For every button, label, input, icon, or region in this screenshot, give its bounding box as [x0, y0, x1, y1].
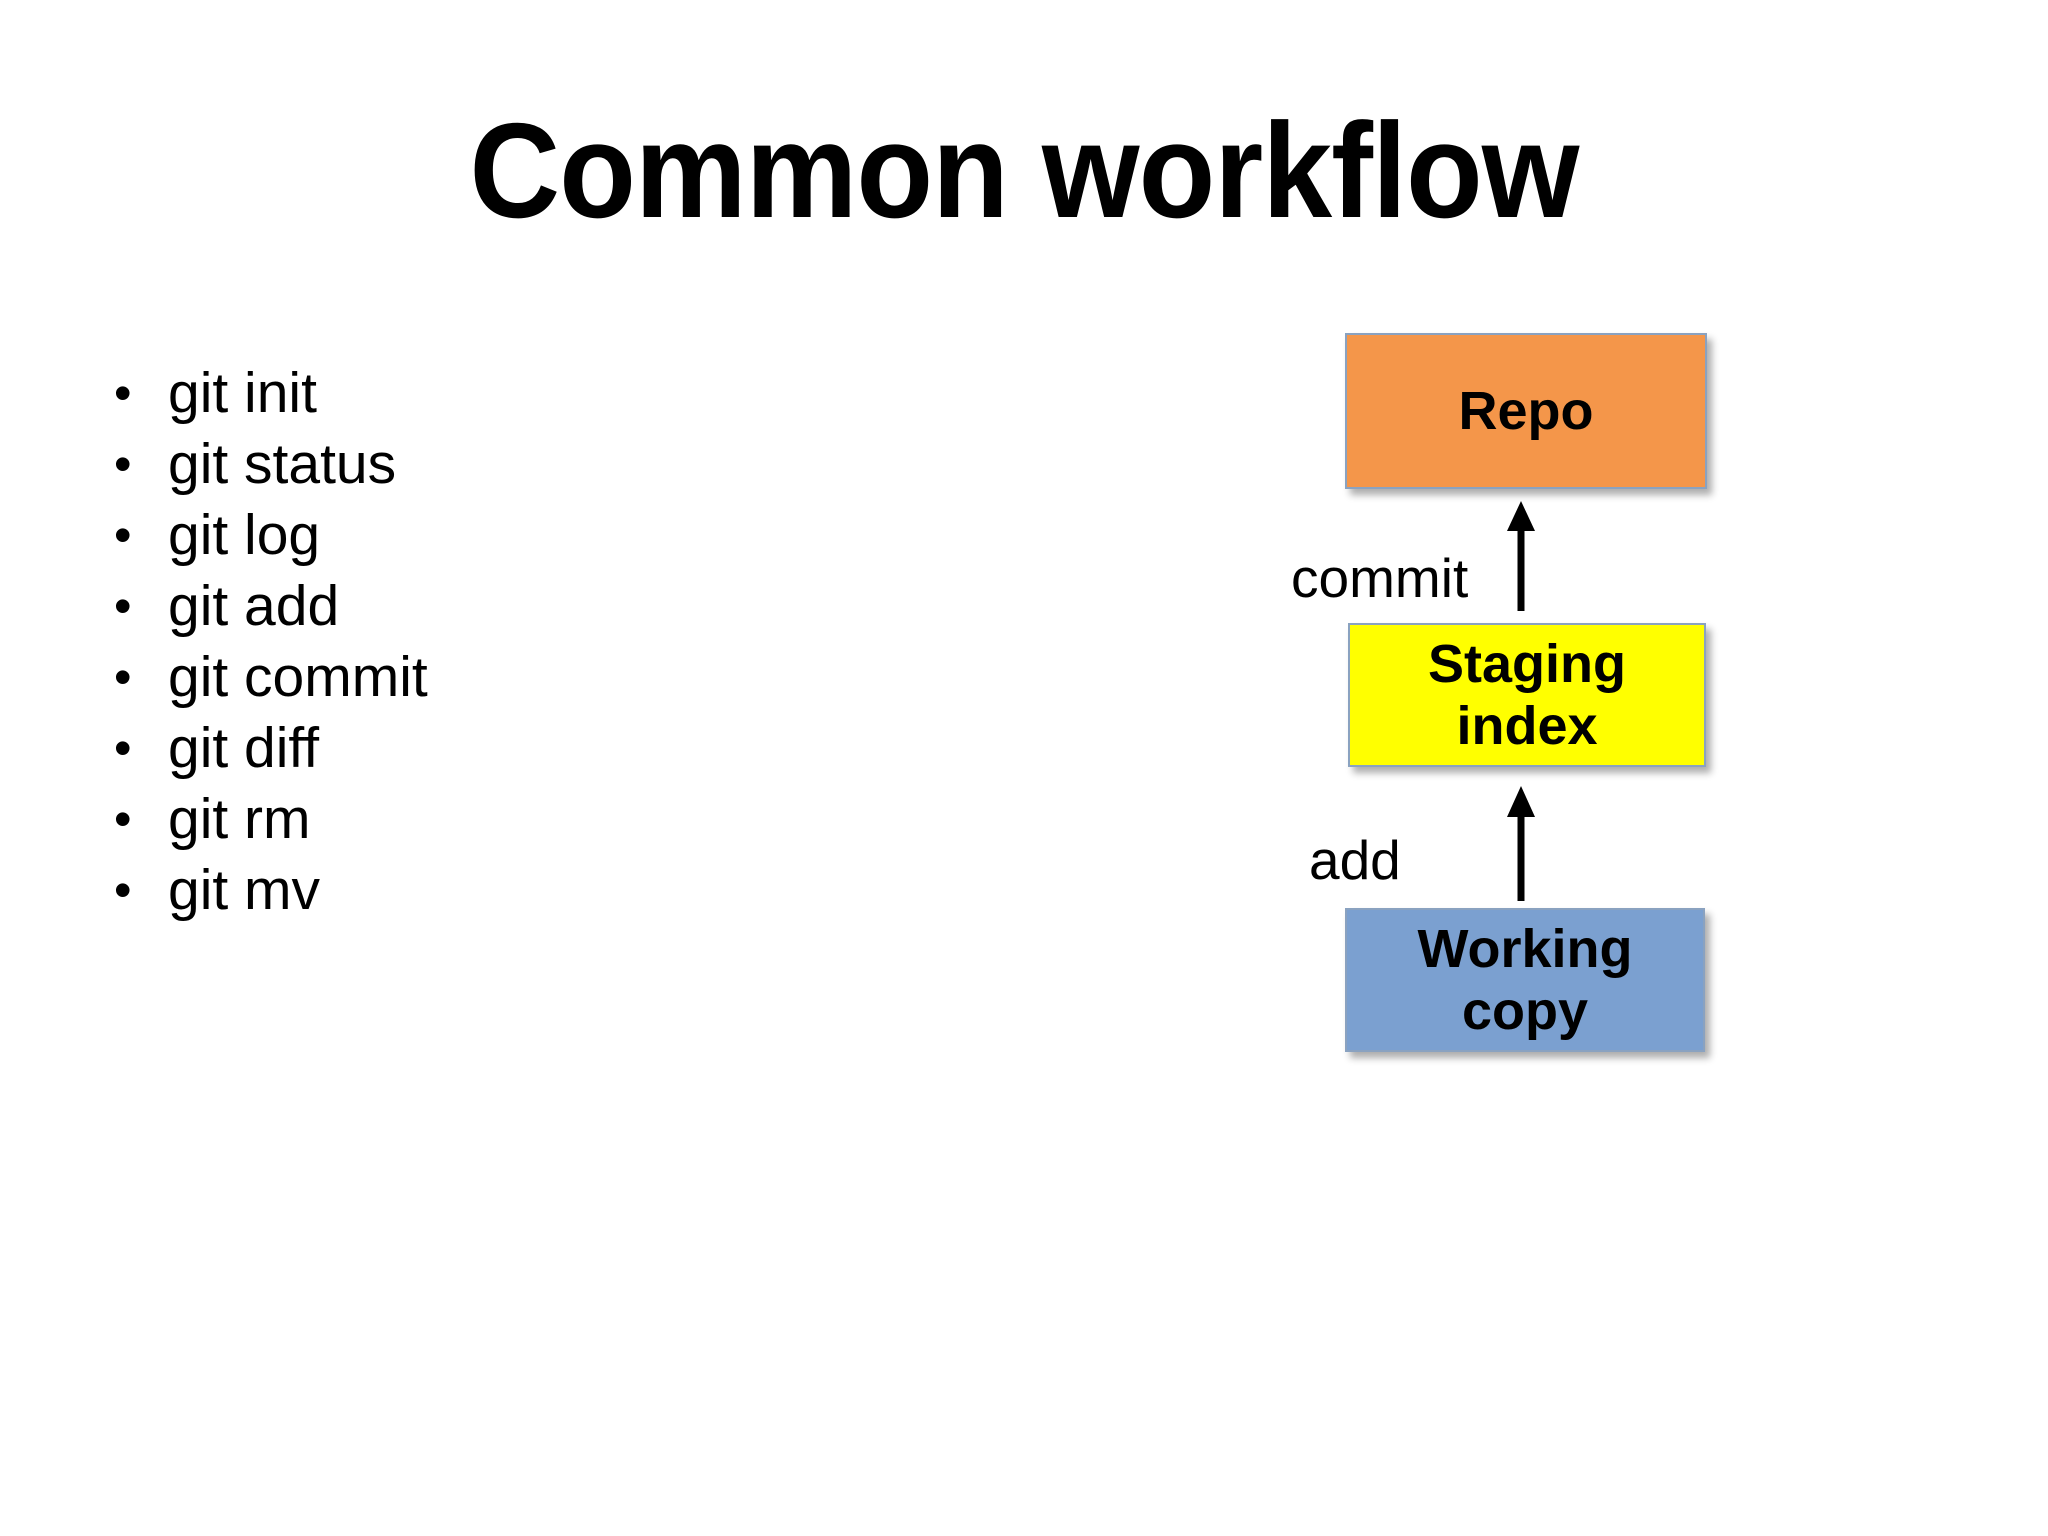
staging-line-1: Staging [1428, 634, 1626, 694]
bullet-icon: • [114, 365, 132, 421]
bullet-icon: • [114, 791, 132, 847]
working-line-1: Working [1417, 919, 1633, 979]
list-item-label: git diff [168, 716, 320, 780]
list-item: • git rm [108, 784, 868, 855]
arrow-add-up-icon [1501, 786, 1541, 901]
list-item-label: git rm [168, 787, 311, 851]
list-item-label: git log [168, 503, 321, 567]
diagram-box-working-copy-label: Working copy [1418, 918, 1633, 1042]
bullet-icon: • [114, 436, 132, 492]
arrow-commit-up-icon [1501, 501, 1541, 611]
page-title: Common workflow [469, 95, 1579, 246]
list-item: • git log [108, 500, 868, 571]
arrow-label-commit: commit [1291, 547, 1469, 609]
list-item: • git status [108, 429, 868, 500]
diagram-box-working-copy: Working copy [1345, 908, 1705, 1052]
bullet-icon: • [114, 862, 132, 918]
list-item-label: git add [168, 574, 340, 638]
git-command-list: • git init • git status • git log • git … [108, 358, 868, 926]
diagram-box-repo: Repo [1345, 333, 1707, 489]
bullet-icon: • [114, 578, 132, 634]
bullet-icon: • [114, 649, 132, 705]
list-item: • git diff [108, 713, 868, 784]
git-workflow-diagram: Repo commit Staging index add Working [1270, 320, 1740, 1080]
list-item: • git commit [108, 642, 868, 713]
working-line-2: copy [1461, 981, 1589, 1041]
list-item: • git mv [108, 855, 868, 926]
list-item: • git init [108, 358, 868, 429]
diagram-box-staging-index-label: Staging index [1428, 633, 1626, 757]
list-item-label: git mv [168, 858, 321, 922]
diagram-box-staging-index: Staging index [1348, 623, 1706, 767]
list-item: • git add [108, 571, 868, 642]
bullet-icon: • [114, 720, 132, 776]
diagram-box-repo-label: Repo [1458, 381, 1594, 441]
list-item-label: git commit [168, 645, 428, 709]
arrow-label-add: add [1309, 829, 1401, 891]
list-item-label: git status [168, 432, 397, 496]
bullet-icon: • [114, 507, 132, 563]
list-item-label: git init [168, 361, 317, 425]
staging-line-2: index [1456, 696, 1598, 756]
